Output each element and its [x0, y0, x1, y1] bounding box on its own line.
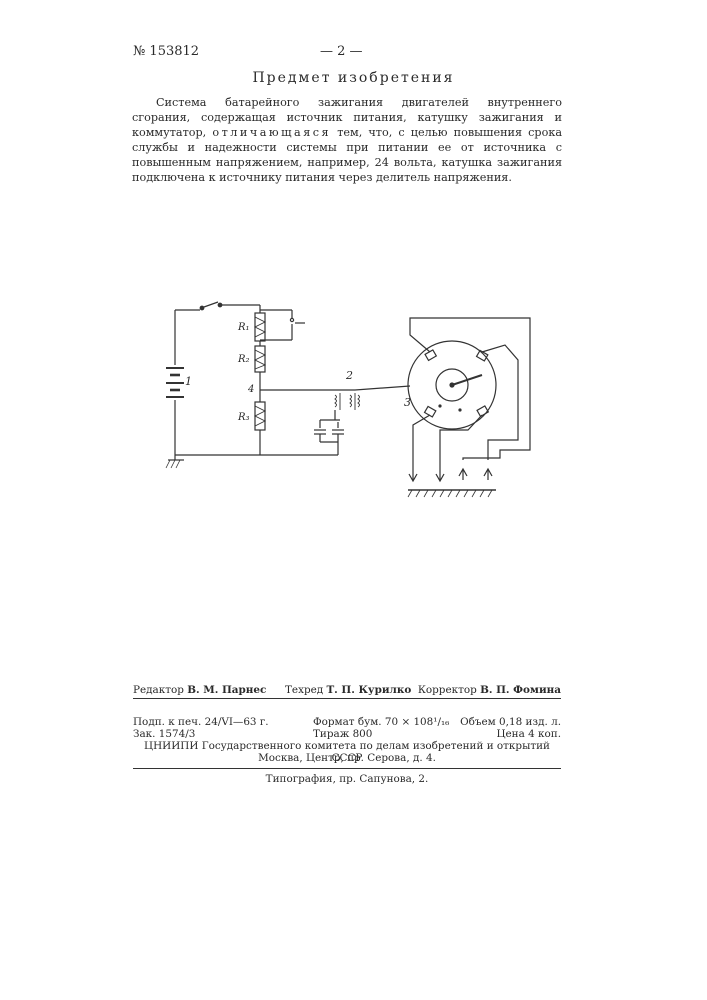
- print-line-1: Подп. к печ. 24/VI—63 г. Формат бум. 70 …: [133, 716, 561, 728]
- tech-name: Т. П. Курилко: [326, 684, 411, 696]
- label-coil: 2: [345, 369, 353, 382]
- ignition-circuit-diagram: 1 2 3 4 R₁ R₂ R₃: [0, 0, 707, 560]
- colophon-bottom-rule: [133, 768, 561, 769]
- tech-label: Техред: [285, 684, 323, 696]
- order-number: Зак. 1574/3: [133, 728, 195, 740]
- price: Цена 4 коп.: [496, 728, 561, 740]
- editor-label: Редактор: [133, 684, 184, 696]
- signed-to-print: Подп. к печ. 24/VI—63 г.: [133, 716, 269, 728]
- label-r1: R₁: [237, 322, 250, 333]
- label-battery: 1: [185, 375, 192, 388]
- paper-format: Формат бум. 70 × 108¹/₁₆: [313, 716, 449, 728]
- publisher-address: Москва, Центр, пр. Серова, д. 4.: [133, 752, 561, 764]
- label-r2: R₂: [237, 354, 250, 365]
- corrector-label: Корректор: [418, 684, 477, 696]
- print-run: Тираж 800: [313, 728, 372, 740]
- staff-line: Редактор В. М. Парнес Техред Т. П. Курил…: [133, 684, 561, 696]
- volume: Объем 0,18 изд. л.: [460, 716, 561, 728]
- label-r3: R₃: [237, 412, 250, 423]
- editor-name: В. М. Парнес: [187, 684, 266, 696]
- colophon-top-rule: [133, 698, 561, 699]
- printer-line: Типография, пр. Сапунова, 2.: [133, 773, 561, 785]
- corrector-name: В. П. Фомина: [480, 684, 561, 696]
- print-line-2: Зак. 1574/3 Тираж 800 Цена 4 коп.: [133, 728, 561, 740]
- label-node: 4: [247, 384, 254, 395]
- label-distributor: 3: [404, 396, 411, 409]
